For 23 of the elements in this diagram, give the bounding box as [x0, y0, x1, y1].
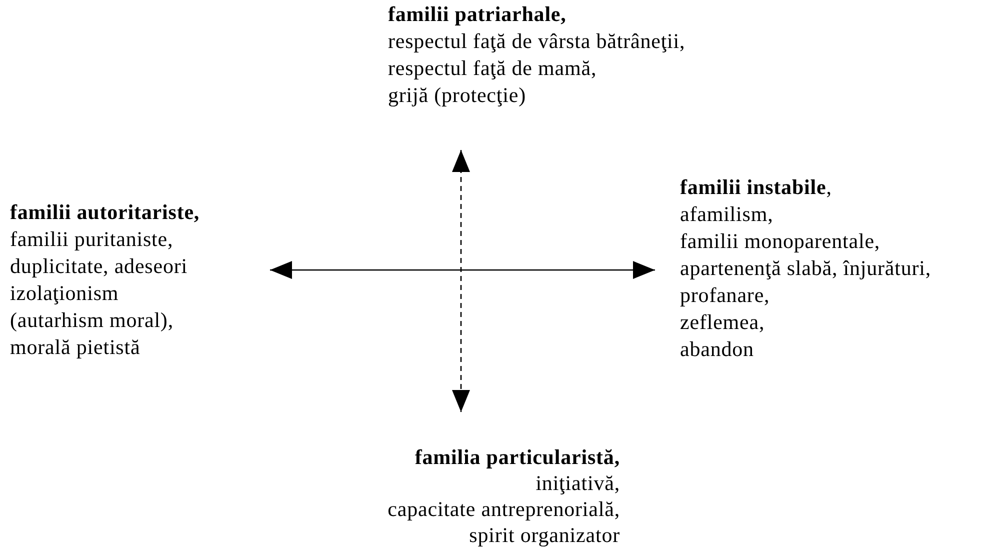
trait-text: capacitate antreprenorială,	[388, 496, 620, 522]
trait-text: duplicitate, adeseori	[10, 253, 188, 280]
trait-text: grijă (protecţie)	[388, 82, 526, 109]
group-heading: familia particularistă,	[414, 444, 620, 470]
trait-text: abandon	[680, 336, 754, 363]
trait-text: profanare,	[680, 282, 770, 309]
trait-text: apartenenţă slabă, înjurături,	[680, 255, 932, 282]
axis-arrow	[270, 261, 655, 279]
trait-text: respectul faţă de mamă,	[388, 55, 597, 82]
trait-text: respectul faţă de vârsta bătrâneţii,	[388, 28, 686, 55]
trait-text: (autarhism moral),	[10, 307, 174, 334]
group-heading: familii autoritariste,	[10, 199, 200, 226]
trait-text: izolaţionism	[10, 280, 119, 307]
trait-text: familii monoparentale,	[680, 228, 880, 255]
trait-text: afamilism,	[680, 201, 774, 228]
trait-text: familii puritaniste,	[10, 226, 174, 253]
group-heading: familii instabile,	[680, 174, 832, 201]
trait-text: iniţiativă,	[536, 470, 620, 496]
trait-text: spirit organizator	[469, 522, 620, 548]
trait-text: zeflemea,	[680, 309, 765, 336]
group-heading: familii patriarhale,	[388, 1, 566, 28]
trait-text: morală pietistă	[10, 334, 140, 361]
axis-arrow	[452, 150, 470, 412]
